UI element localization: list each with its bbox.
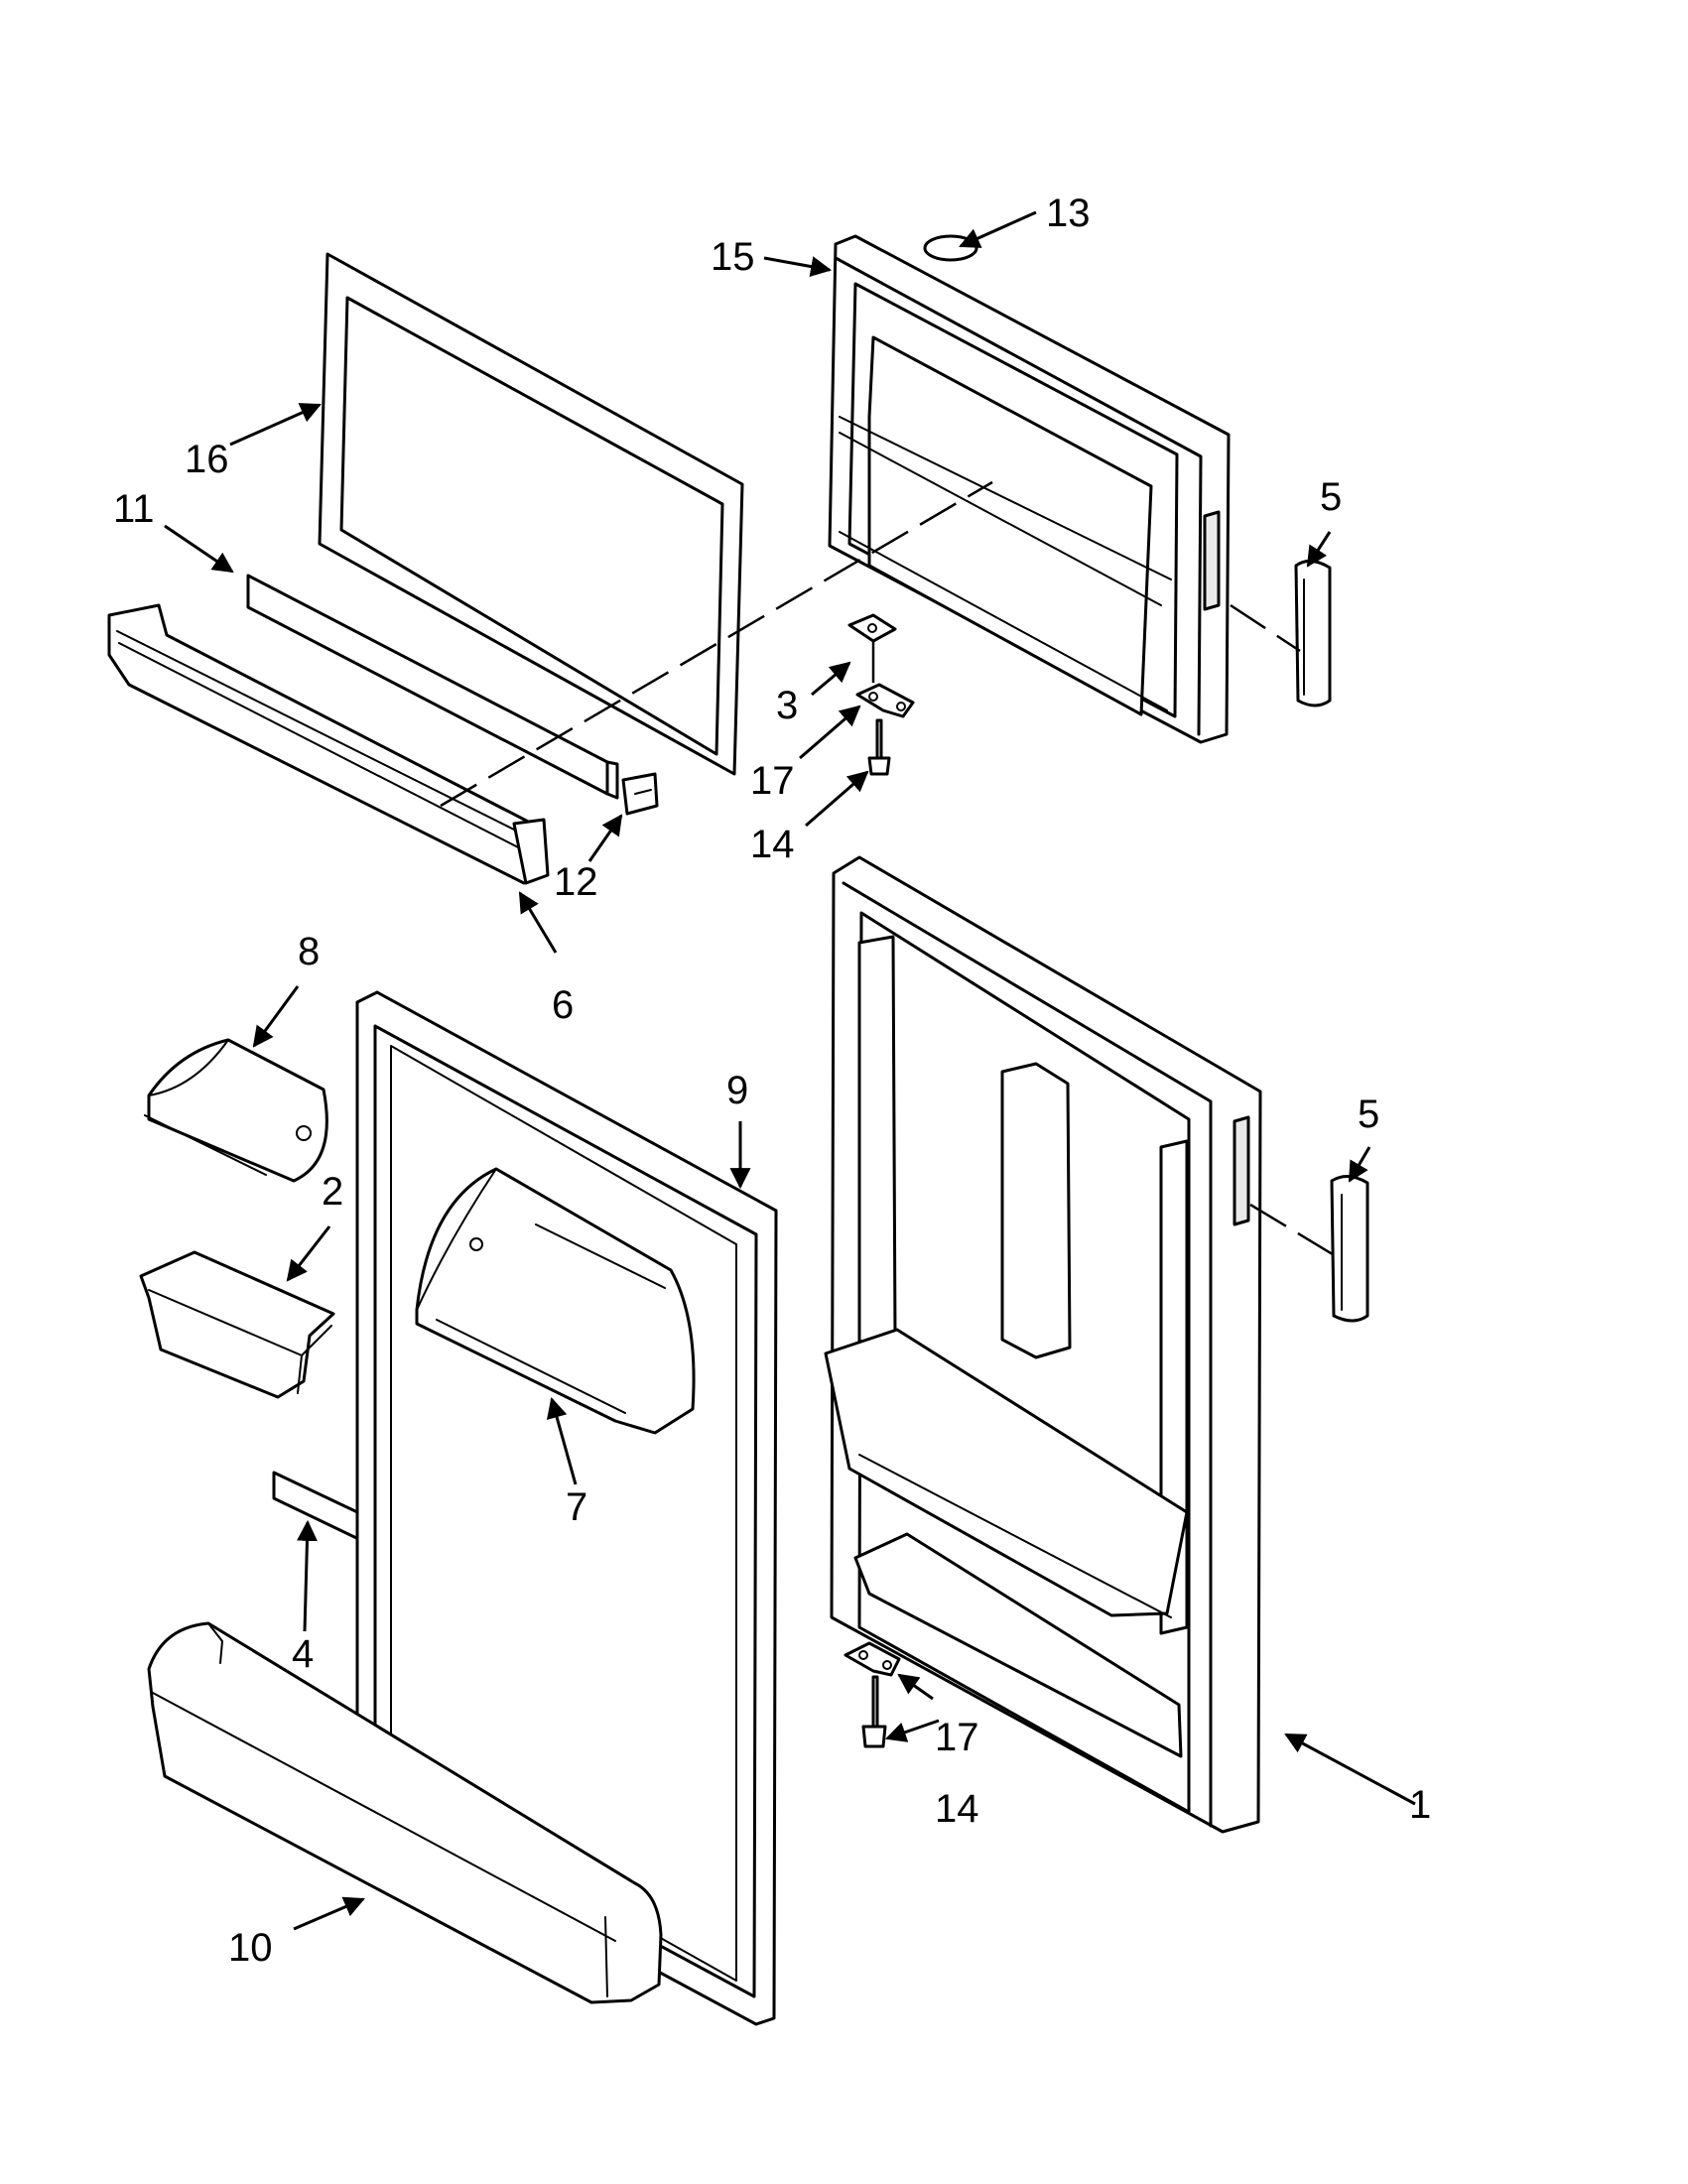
fresh-food-handle-trim xyxy=(1330,1175,1369,1323)
bottom-hinge-bracket xyxy=(844,1641,901,1677)
freezer-door-plug xyxy=(923,234,978,262)
dairy-door xyxy=(144,1038,328,1183)
fresh-food-door xyxy=(824,855,1262,1834)
hinge-bracket xyxy=(855,683,915,718)
callout-3: 3 xyxy=(776,684,798,727)
callout-10: 10 xyxy=(228,1926,273,1970)
freezer-handle-trim xyxy=(1294,560,1332,707)
freezer-door-gasket xyxy=(318,252,744,776)
callout-5b: 5 xyxy=(1358,1092,1379,1136)
callout-2: 2 xyxy=(322,1170,343,1214)
bottom-hinge-screw xyxy=(861,1675,887,1748)
callout-6: 6 xyxy=(552,983,574,1027)
callout-17a: 17 xyxy=(750,759,795,803)
alignment-lines xyxy=(440,480,1337,1258)
callout-16: 16 xyxy=(185,438,229,481)
gallon-bin xyxy=(147,1621,663,2004)
door-bin xyxy=(415,1167,696,1435)
leader-lines xyxy=(164,210,1416,1931)
callout-14a: 14 xyxy=(750,823,795,866)
callout-5a: 5 xyxy=(1320,475,1342,519)
callout-7: 7 xyxy=(566,1485,587,1529)
callout-14b: 14 xyxy=(935,1787,979,1831)
callout-15: 15 xyxy=(711,235,755,279)
callout-4: 4 xyxy=(292,1632,314,1676)
dairy-bin xyxy=(139,1250,335,1399)
callout-13: 13 xyxy=(1046,192,1091,235)
callout-12: 12 xyxy=(554,860,598,904)
callout-9: 9 xyxy=(726,1069,748,1112)
freezer-door xyxy=(828,234,1231,744)
hinge-screw xyxy=(867,718,891,776)
shelf-end-cap xyxy=(621,772,659,816)
callout-17b: 17 xyxy=(935,1716,979,1759)
callout-8: 8 xyxy=(298,930,320,973)
hinge-shim xyxy=(847,613,897,643)
freezer-door-shelf xyxy=(107,603,550,885)
freezer-shelf-trim xyxy=(246,574,619,800)
callout-labels: 1 2 3 4 5 5 6 7 8 9 10 11 12 13 14 14 15… xyxy=(113,192,1431,1970)
callout-11: 11 xyxy=(113,487,155,531)
callout-1: 1 xyxy=(1409,1783,1431,1827)
